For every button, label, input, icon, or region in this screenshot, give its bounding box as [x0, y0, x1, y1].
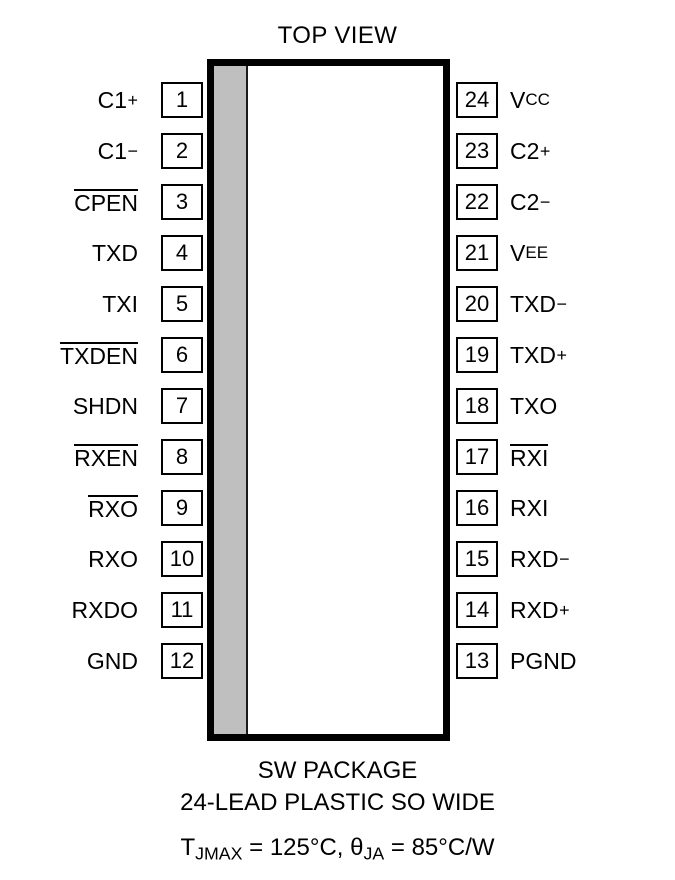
pin-label-text: TXD [510, 290, 556, 317]
tjmax-symbol: T [180, 834, 196, 861]
pin-number-box-4: 4 [161, 235, 203, 271]
pin-label-text: TXD [92, 239, 138, 266]
pin-label-text: CPEN [74, 189, 138, 216]
pin-number-box-24: 24 [456, 82, 498, 118]
pin-label-3: CPEN [0, 184, 150, 220]
pin-label-text: V [510, 86, 526, 113]
pin-label-15: RXD− [510, 545, 570, 572]
pin-label-17: RXI [510, 439, 675, 475]
pin-label-16: RXI [510, 490, 675, 526]
theta-symbol: θ [350, 834, 364, 861]
pin-label-13: PGND [510, 643, 675, 679]
pin-label-20: TXD− [510, 290, 567, 317]
pin-label-12: GND [0, 643, 150, 679]
thermal-spec-caption: TJMAX = 125°C, θJA = 85°C/W [0, 834, 675, 862]
pin-number-box-1: 1 [161, 82, 203, 118]
pin-label-14: RXD+ [510, 596, 570, 623]
pin-label-22: C2− [510, 188, 551, 215]
pin-label-text: TXDEN [60, 342, 138, 369]
pin-label-text: C1 [97, 86, 128, 113]
tjmax-subscript: JMAX [195, 843, 243, 864]
pin-label-11: RXDO [0, 592, 150, 628]
pin-label-text: RXEN [74, 444, 138, 471]
theta-value: = 85°C/W [384, 834, 495, 861]
pin-number-box-9: 9 [161, 490, 203, 526]
pin-label-text: TXO [510, 392, 558, 419]
pin-label-text: PGND [510, 647, 577, 674]
pin-label-text: RXDO [71, 596, 138, 623]
pin-number-box-8: 8 [161, 439, 203, 475]
pin-label-6: TXDEN [0, 337, 150, 373]
pin-label-4: TXD [0, 235, 150, 271]
pin-number-box-19: 19 [456, 337, 498, 373]
pin-label-text: RXI [510, 444, 549, 471]
pin-number-box-21: 21 [456, 235, 498, 271]
pin-label-8: RXEN [0, 439, 150, 475]
pin-number-box-11: 11 [161, 592, 203, 628]
pin-number-box-12: 12 [161, 643, 203, 679]
pin-number-box-23: 23 [456, 133, 498, 169]
pin-number-box-18: 18 [456, 388, 498, 424]
pin-number-box-14: 14 [456, 592, 498, 628]
pin-number-box-5: 5 [161, 286, 203, 322]
pin-label-10: RXO [0, 541, 150, 577]
pin-label-text: RXD [510, 596, 559, 623]
pin-label-text: SHDN [72, 392, 138, 419]
package-body-outline [207, 59, 450, 741]
pin-label-19: TXD+ [510, 341, 567, 368]
pin-label-1: C1+ [97, 86, 138, 113]
tjmax-value: = 125°C, [242, 834, 351, 861]
pin-number-box-15: 15 [456, 541, 498, 577]
pin-label-5: TXI [0, 286, 150, 322]
pin-label-text: RXI [510, 494, 549, 521]
pin-label-text: C1 [97, 137, 128, 164]
pin-label-text: C2 [510, 137, 540, 164]
pin-label-text: RXD [510, 545, 559, 572]
top-view-title: TOP VIEW [277, 22, 398, 49]
pin-number-box-3: 3 [161, 184, 203, 220]
pin-number-box-17: 17 [456, 439, 498, 475]
package-name-caption: SW PACKAGE [257, 757, 418, 784]
pin-number-box-20: 20 [456, 286, 498, 322]
pin-number-box-6: 6 [161, 337, 203, 373]
pin-label-text: TXI [102, 290, 138, 317]
package-notch-strip [214, 66, 248, 734]
pin-label-text: C2 [510, 188, 540, 215]
pin-number-box-2: 2 [161, 133, 203, 169]
pin-label-text: TXD [510, 341, 556, 368]
pin-number-box-7: 7 [161, 388, 203, 424]
pin-number-box-10: 10 [161, 541, 203, 577]
pin-number-box-22: 22 [456, 184, 498, 220]
pin-number-box-16: 16 [456, 490, 498, 526]
pin-label-9: RXO [0, 490, 150, 526]
pin-label-text: V [510, 239, 526, 266]
pin-label-18: TXO [510, 388, 675, 424]
pin-label-text: RXO [88, 495, 138, 522]
pin-label-text: RXO [88, 545, 138, 572]
pin-label-7: SHDN [0, 388, 150, 424]
pin-label-text: GND [86, 647, 138, 674]
pin-label-23: C2+ [510, 137, 551, 164]
lead-description-caption: 24-LEAD PLASTIC SO WIDE [180, 789, 495, 816]
theta-subscript: JA [363, 843, 385, 864]
pin-label-2: C1− [97, 137, 138, 164]
pin-number-box-13: 13 [456, 643, 498, 679]
